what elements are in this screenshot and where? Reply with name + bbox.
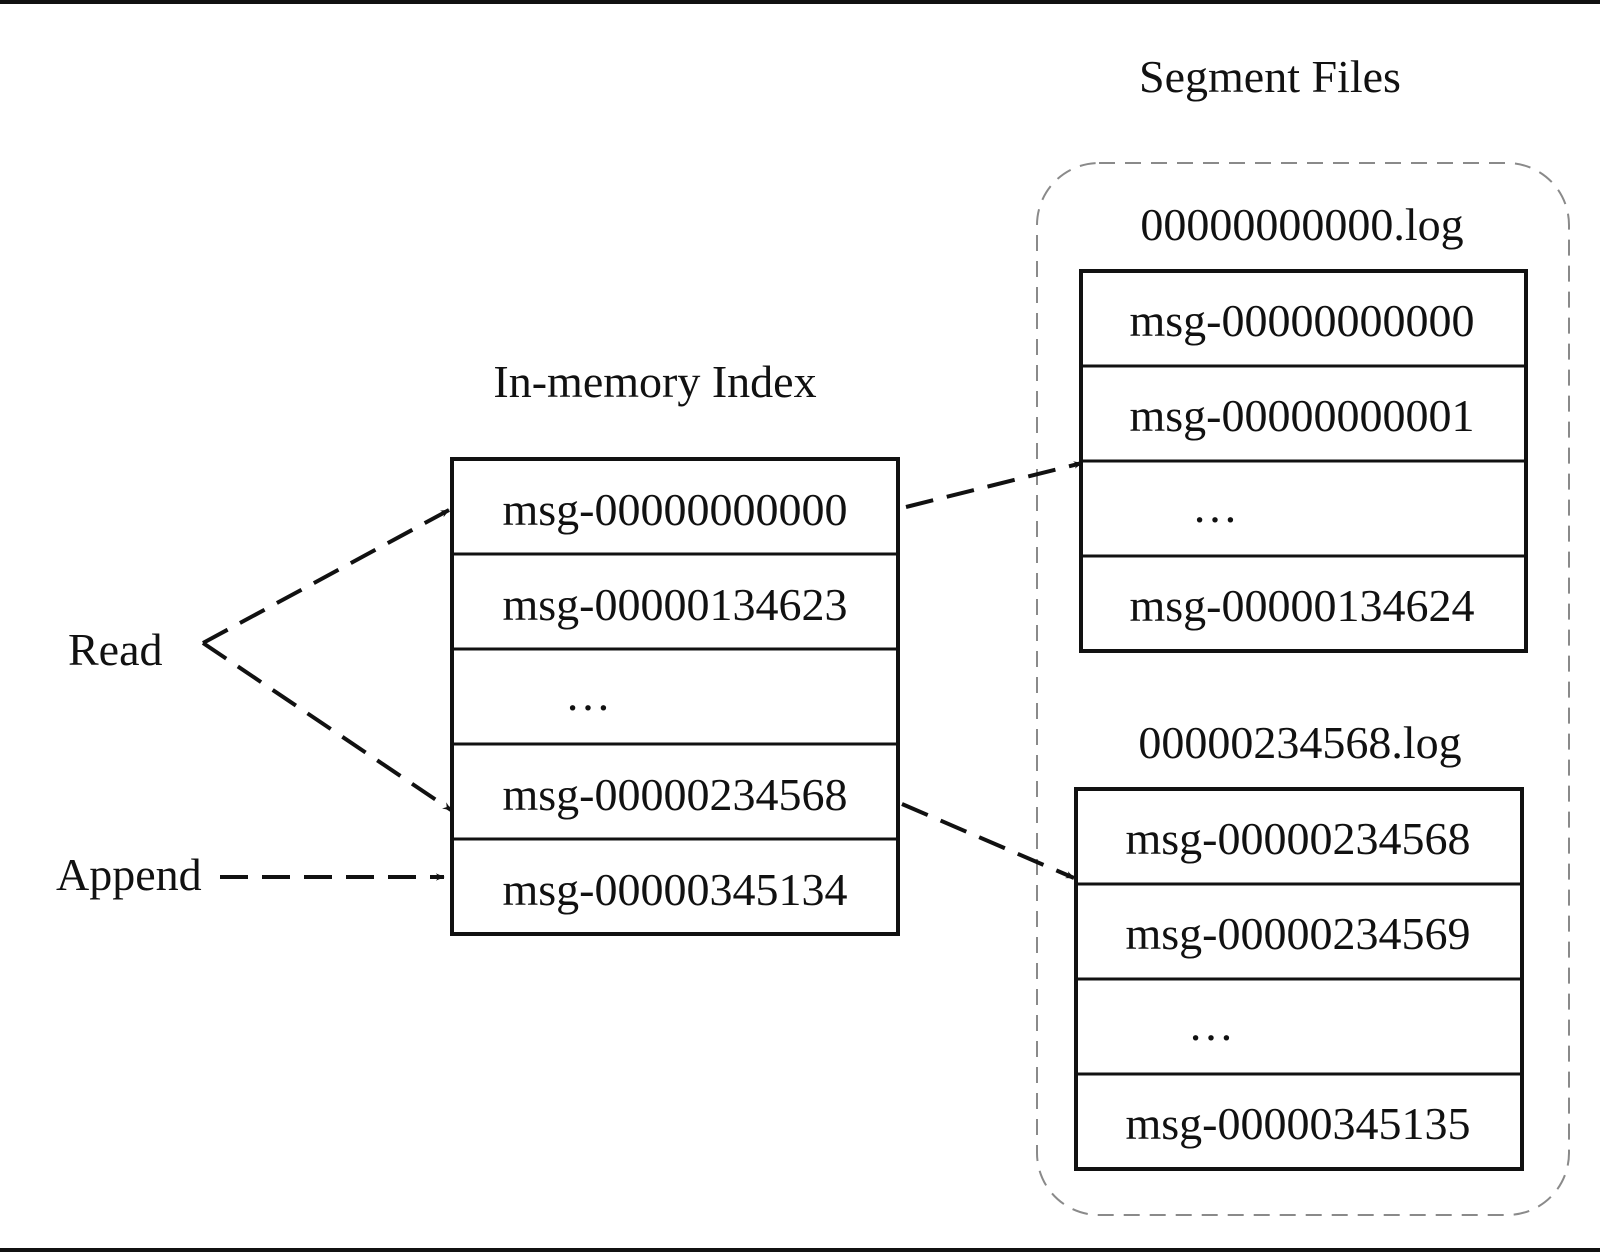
segment-entry: msg-00000234568 [1126,813,1471,864]
index-to-segment1-arrow [905,461,1083,509]
segment-files-container [1036,162,1570,1216]
segment-file-1: 00000000000.log msg-00000000000 msg-0000… [1079,199,1528,653]
index-entry: msg-00000134623 [503,579,848,630]
index-entry: msg-00000345134 [503,864,848,915]
index-table [450,457,900,936]
read-label: Read [68,624,163,675]
segment-filename: 00000234568.log [1138,717,1461,768]
index-entry-ellipsis: … [565,669,611,720]
segment-filename: 00000000000.log [1140,199,1463,250]
read-arrow-to-first-index [202,508,450,645]
segment-entry-ellipsis: … [1192,481,1238,532]
append-label: Append [56,849,202,900]
segment-entry: msg-00000345135 [1126,1098,1471,1149]
segment-file-2: 00000234568.log msg-00000234568 msg-0000… [1074,717,1524,1171]
index-entry: msg-00000000000 [503,484,848,535]
read-arrow-to-latest-index [201,641,453,812]
index-entry: msg-00000234568 [503,769,848,820]
segment-entry: msg-00000000000 [1130,295,1475,346]
segment-entry: msg-00000134624 [1130,580,1475,631]
segment-entry: msg-00000234569 [1126,908,1471,959]
segment-entry: msg-00000000001 [1130,390,1475,441]
index-to-segment2-arrow [901,802,1075,880]
segment-files-title: Segment Files [1139,51,1401,102]
in-memory-index-title: In-memory Index [493,356,816,407]
segment-entry-ellipsis: … [1188,999,1234,1050]
in-memory-index: In-memory Index msg-00000000000 msg-0000… [450,356,900,936]
